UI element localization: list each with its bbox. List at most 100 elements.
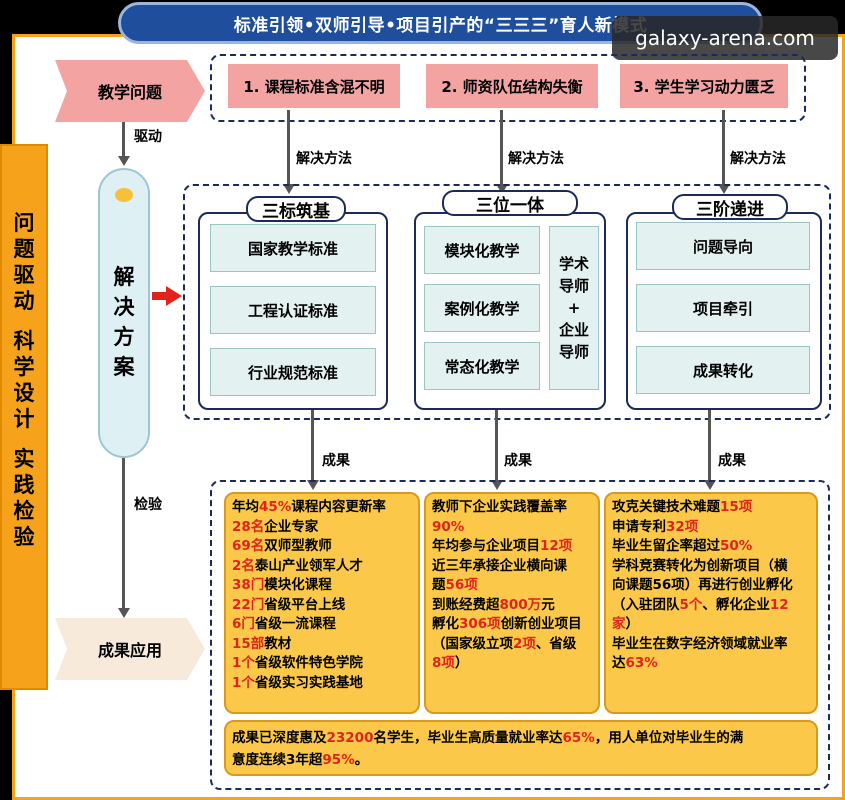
- result-text: 年均参与企业项目: [432, 538, 540, 554]
- highlight-number: 15部: [232, 635, 265, 652]
- check-label: 检验: [134, 497, 162, 513]
- highlight-number: 12项: [540, 538, 573, 554]
- result-line: 22门省级平台上线: [232, 596, 412, 616]
- highlight-number: 95%: [322, 752, 355, 768]
- mentor-text: +: [567, 299, 581, 317]
- result-line: 教师下企业实践覆盖率: [432, 498, 592, 518]
- result-text: 省级软件特色学院: [254, 655, 363, 671]
- page-title: 标准引领•双师引导•项目引产的“三三三”育人新模式: [118, 2, 763, 44]
- result-text: 模块化课程: [264, 577, 332, 593]
- stage-item: 成果转化: [636, 346, 810, 394]
- highlight-number: 6门: [232, 616, 255, 632]
- result-text: 泰山产业领军人才: [254, 557, 363, 574]
- result-line: 69名双师型教师: [232, 537, 412, 557]
- result-text: 省级一流课程: [254, 616, 336, 632]
- problem-item: 1. 课程标准含混不明: [228, 64, 400, 108]
- group-title: 三标筑基: [246, 196, 346, 222]
- result-line: （国家级立项2项、省级: [432, 635, 592, 655]
- result-text: （入驻团队: [612, 596, 680, 613]
- result-line: 成果已深度惠及23200名学生，毕业生高质量就业率达65%，用人单位对毕业生的满: [232, 727, 810, 749]
- result-text: 年均: [232, 499, 259, 515]
- result-text: ）: [625, 616, 640, 632]
- result-text: 省级平台上线: [264, 596, 346, 613]
- solution-char: 解: [113, 265, 135, 289]
- problem-item: 2. 师资队伍结构失衡: [426, 64, 598, 108]
- highlight-number: 90%: [432, 518, 465, 535]
- result-line: 向课题56项）再进行创业孵化: [612, 576, 810, 596]
- result-text: 申请专利: [612, 518, 666, 535]
- highlight-number: 23200: [326, 730, 374, 746]
- highlight-number: 50%: [720, 538, 753, 554]
- results-frame: [210, 480, 830, 790]
- result-text: 。: [354, 752, 369, 768]
- result-label: 成果: [718, 453, 746, 469]
- side-char: 题: [13, 237, 35, 261]
- highlight-number: 63%: [625, 655, 658, 671]
- method-arrow-head: [495, 184, 508, 194]
- result-line: 毕业生在数字经济领域就业率: [612, 635, 810, 655]
- result-line: 年均参与企业项目12项: [432, 537, 592, 557]
- side-char: 动: [13, 289, 35, 313]
- right-arrow-icon: [152, 286, 182, 306]
- method-arrow-head: [717, 184, 730, 194]
- result-arrow-head: [490, 480, 503, 490]
- result-line: 8项）: [432, 654, 592, 674]
- result-text: 课程内容更新率: [291, 499, 386, 515]
- highlight-number: 22门: [232, 596, 265, 613]
- solution-char: 案: [113, 355, 135, 379]
- left-side-bar: 问 题 驱 动 科 学 设 计 实 践 检 验: [0, 144, 48, 690]
- result-text: ，用人单位对毕业生的满: [594, 730, 744, 746]
- result-arrow-head: [306, 480, 319, 490]
- highlight-number: 69名: [232, 538, 265, 554]
- result-line: 到账经费超800万元: [432, 596, 592, 616]
- mentor-text: 企业: [558, 321, 589, 339]
- result-line: 申请专利32项: [612, 518, 810, 538]
- result-line: 意度连续3年超95%。: [232, 749, 810, 771]
- capsule-dot: [115, 188, 133, 202]
- highlight-number: 5个: [679, 596, 703, 613]
- result-line: 近三年承接企业横向课: [432, 557, 592, 577]
- result-line: 15部教材: [232, 635, 412, 655]
- result-box-3: 攻克关键技术难题15项申请专利32项毕业生留企率超过50%学科竞赛转化为创新项目…: [604, 492, 818, 714]
- result-application-tag: 成果应用: [55, 618, 205, 680]
- highlight-number: 1个: [232, 674, 255, 691]
- method-arrow-head: [282, 184, 295, 194]
- result-line: 2名泰山产业领军人才: [232, 557, 412, 577]
- solution-char: 方: [113, 325, 135, 349]
- problems-frame: [210, 54, 806, 122]
- mentor-text: 导师: [558, 277, 589, 295]
- solutions-frame: [183, 184, 831, 420]
- result-line: 题56项: [432, 576, 592, 596]
- result-line: 90%: [432, 518, 592, 538]
- side-char: 学: [13, 355, 35, 379]
- result-line: 年均45%课程内容更新率: [232, 498, 412, 518]
- result-text: 达: [612, 655, 626, 671]
- result-line: 6门省级一流课程: [232, 615, 412, 635]
- group-title: 三阶递进: [672, 194, 788, 220]
- highlight-number: 家: [612, 616, 626, 632]
- standard-item: 工程认证标准: [210, 286, 376, 334]
- result-summary-box: 成果已深度惠及23200名学生，毕业生高质量就业率达65%，用人单位对毕业生的满…: [224, 720, 818, 776]
- result-text: 意度连续3年超: [232, 752, 323, 768]
- teaching-item: 案例化教学: [424, 284, 540, 332]
- highlight-number: 28名: [232, 518, 265, 535]
- teaching-item: 常态化教学: [424, 342, 540, 390]
- stage-item: 问题导向: [636, 222, 810, 270]
- result-text: 创新创业项目: [500, 616, 582, 632]
- highlight-number: 8项: [432, 655, 455, 671]
- highlight-number: 32项: [666, 518, 699, 535]
- side-char: 科: [13, 329, 35, 353]
- result-text: 毕业生留企率超过: [612, 538, 720, 554]
- result-line: 1个省级实习实践基地: [232, 674, 412, 694]
- result-arrow-line: [311, 410, 314, 482]
- method-label: 解决方法: [296, 151, 352, 167]
- highlight-number: 15项: [720, 499, 753, 515]
- result-arrow-line: [495, 410, 498, 482]
- side-char: 实: [13, 447, 35, 471]
- result-text: 成果已深度惠及: [232, 730, 327, 746]
- result-text: 向课题56项）再进行创业孵化: [612, 577, 793, 593]
- watermark: galaxy-arena.com: [612, 16, 838, 60]
